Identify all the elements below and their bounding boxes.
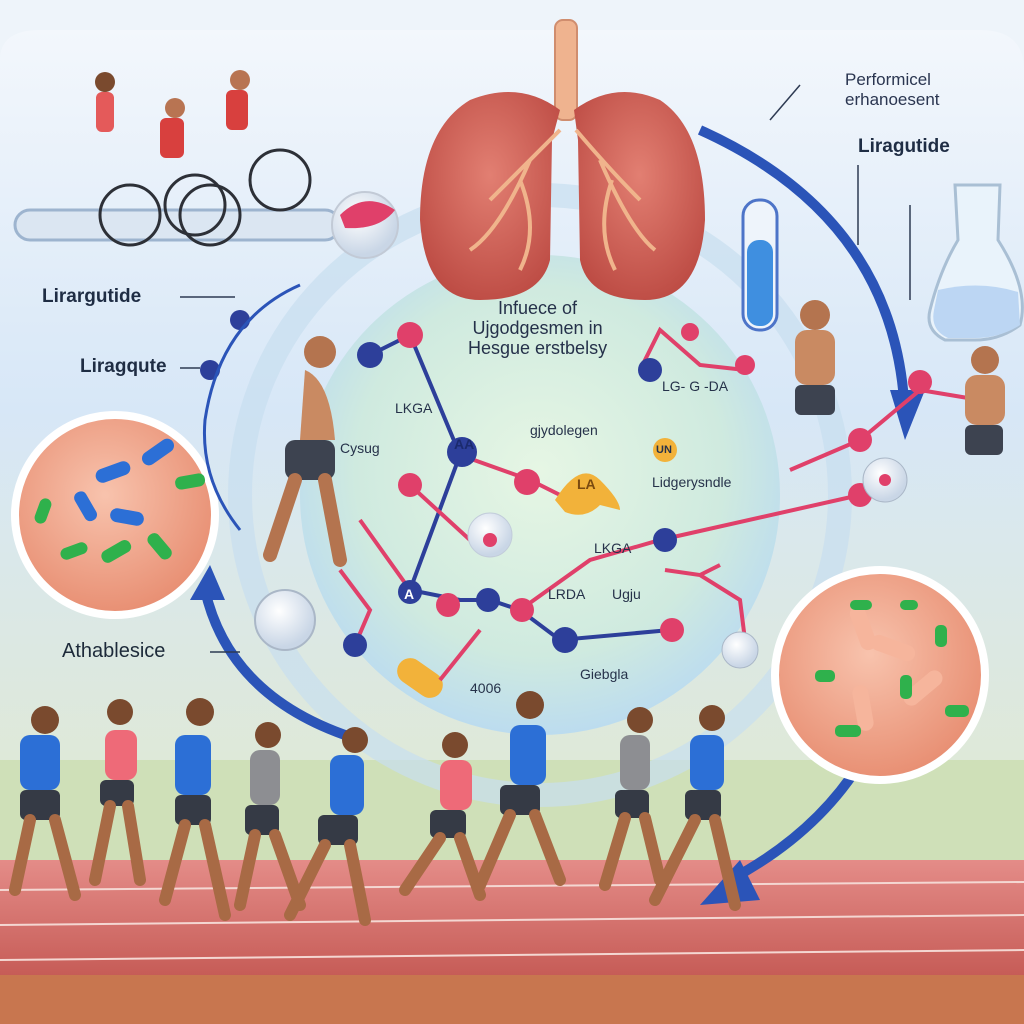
test-tube-icon	[741, 198, 779, 332]
performance-label: Performicel erhanoesent	[845, 70, 940, 110]
pill-icon	[254, 589, 443, 698]
runner-icon	[263, 300, 1005, 567]
drug-label-left-2: Liragqute	[80, 356, 167, 377]
center-title: Infuece of Ujgodgesmen in Hesgue erstbel…	[468, 298, 607, 358]
molecule-label-un: UN	[656, 444, 672, 456]
performance-line-2: erhanoesent	[845, 90, 940, 109]
molecule-label-cysug: Cysug	[340, 440, 380, 456]
runners-group	[9, 691, 741, 926]
center-title-line-2: Ujgodgesmen in	[472, 318, 603, 338]
molecule-label-lkga-2: LKGA	[594, 540, 632, 556]
molecule-label-lrda: LRDA	[548, 586, 586, 602]
center-title-line-1: Infuece of	[498, 298, 578, 318]
molecule-label-ugju: Ugju	[612, 586, 641, 602]
athlete-label: Athablesice	[62, 640, 166, 662]
performance-line-1: Performicel	[845, 70, 931, 89]
molecule-label-glydolegen: gjydolegen	[530, 422, 598, 438]
molecule-label-lkga-1: LKGA	[395, 400, 433, 416]
molecule-label-la: LA	[577, 476, 596, 492]
running-track	[0, 860, 1024, 1024]
molecule-label-giebgla: Giebgla	[580, 666, 629, 682]
molecule-label-4006: 4006	[470, 680, 502, 696]
muscle-tissue-right	[771, 566, 989, 784]
cyclist-icon	[13, 70, 342, 247]
lungs-icon	[420, 19, 705, 300]
center-title-line-3: Hesgue erstbelsy	[468, 338, 608, 358]
flask-icon	[927, 183, 1024, 342]
muscle-tissue-left	[11, 411, 219, 619]
molecule-label-aa: AA	[454, 436, 475, 452]
molecule-atoms	[200, 310, 932, 669]
drug-label-left-1: Lirargutide	[42, 286, 142, 307]
molecule-label-a: A	[404, 586, 415, 602]
drug-label-top-right: Liragutide	[858, 136, 950, 157]
molecule-label-lidgerysndie: Lidgerysndle	[652, 474, 732, 490]
molecule-label-lg-g-da: LG- G -DA	[662, 378, 729, 394]
